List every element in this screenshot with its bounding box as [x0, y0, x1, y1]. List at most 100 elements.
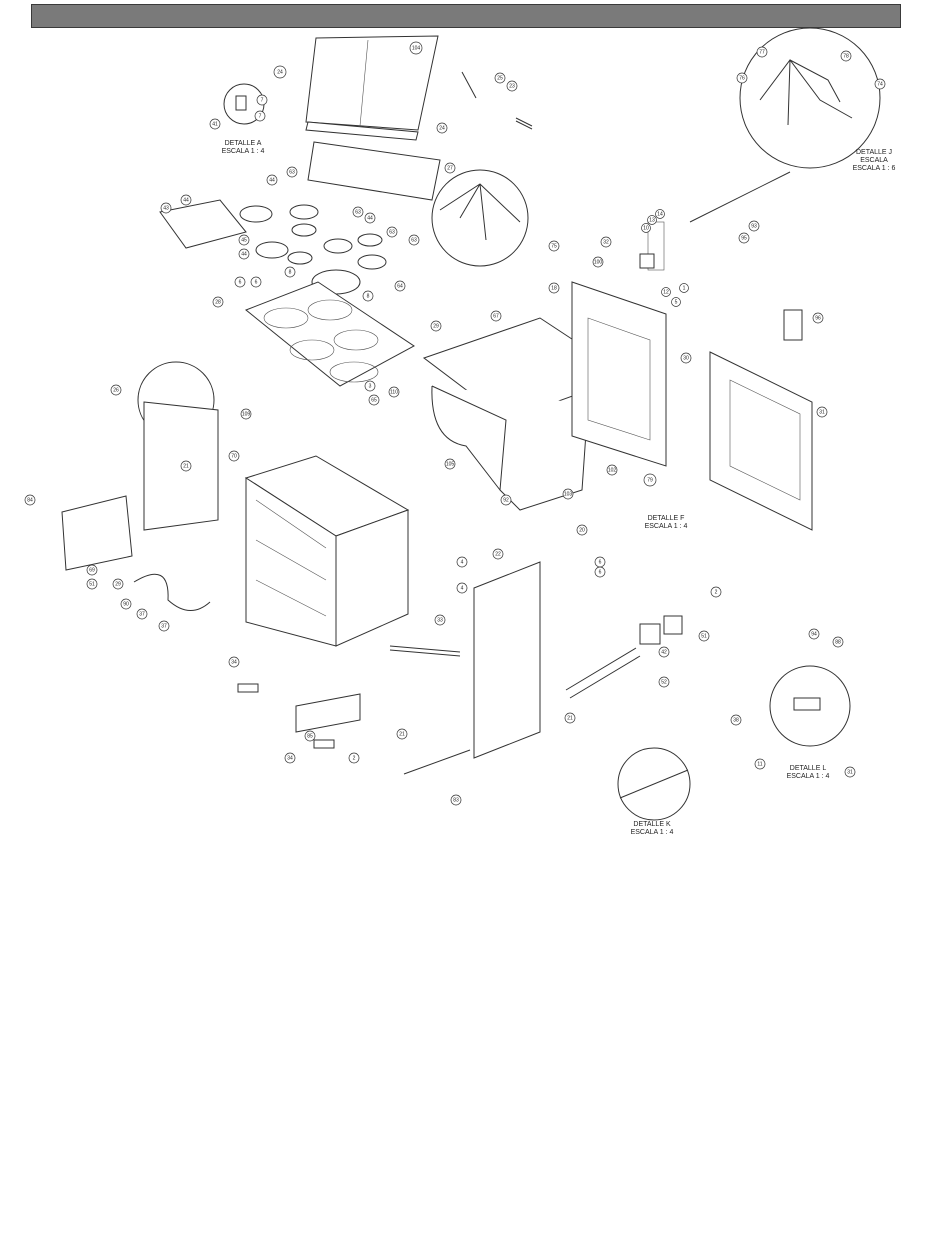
svg-text:21: 21 — [399, 731, 405, 737]
callout: 34 — [284, 752, 296, 764]
svg-text:92: 92 — [503, 497, 509, 503]
svg-text:34: 34 — [231, 659, 237, 665]
svg-text:3: 3 — [369, 383, 372, 389]
svg-text:96: 96 — [815, 315, 821, 321]
header-bar — [31, 4, 901, 28]
detail-k-scale: ESCALA 1 : 4 — [631, 829, 674, 836]
callout: 12 — [661, 287, 671, 297]
svg-text:10: 10 — [643, 225, 649, 231]
callout: 23 — [506, 80, 518, 92]
callout: 52 — [658, 676, 670, 688]
detail-l-title: DETALLE L — [790, 765, 827, 772]
foot-left — [237, 683, 259, 693]
svg-text:94: 94 — [811, 631, 817, 637]
callout: 79 — [643, 473, 657, 487]
part-25 — [461, 71, 477, 99]
svg-text:104: 104 — [412, 45, 421, 51]
callout: 42 — [658, 646, 670, 658]
svg-text:31: 31 — [819, 409, 825, 415]
callout: 3 — [364, 380, 376, 392]
svg-text:105: 105 — [446, 461, 455, 467]
callout: 4 — [456, 556, 468, 568]
callout: 37 — [136, 608, 148, 620]
detail-j: DETALLE J ESCALA ESCALA 1 : 6 — [739, 27, 896, 172]
callout: 10 — [641, 223, 651, 233]
svg-text:67: 67 — [493, 313, 499, 319]
svg-text:14: 14 — [657, 211, 663, 217]
callout: 65 — [368, 394, 380, 406]
callout: 102 — [606, 464, 618, 476]
oven-body — [244, 455, 410, 647]
callout: 75 — [548, 240, 560, 252]
callout: 90 — [120, 598, 132, 610]
detail-j-extra: ESCALA — [860, 157, 888, 164]
callout: 43 — [160, 202, 172, 214]
rail-83 — [403, 749, 471, 775]
svg-text:33: 33 — [437, 617, 443, 623]
griddle-plate — [159, 199, 247, 249]
svg-text:24: 24 — [277, 69, 283, 75]
svg-text:100: 100 — [594, 259, 603, 265]
oven-door — [473, 561, 541, 759]
callout: 27 — [444, 162, 456, 174]
svg-text:24: 24 — [439, 125, 445, 131]
callout: 44 — [180, 194, 192, 206]
svg-text:6: 6 — [255, 279, 258, 285]
svg-text:31: 31 — [847, 769, 853, 775]
detail-k-title: DETALLE K — [633, 821, 671, 828]
burners — [239, 204, 387, 295]
cooktop — [245, 281, 415, 387]
svg-text:45: 45 — [241, 237, 247, 243]
svg-text:74: 74 — [877, 81, 883, 87]
callout: 88 — [832, 636, 844, 648]
callout: 2 — [348, 752, 360, 764]
svg-text:95: 95 — [741, 235, 747, 241]
callout: 25 — [494, 72, 506, 84]
callout: 100 — [592, 256, 604, 268]
svg-text:5: 5 — [675, 299, 678, 305]
callout: 51 — [86, 578, 98, 590]
callout: 20 — [576, 524, 588, 536]
detail-f-title: DETALLE F — [648, 515, 685, 522]
callout: 38 — [730, 714, 742, 726]
svg-text:1: 1 — [683, 285, 686, 291]
callout: 14 — [655, 209, 665, 219]
callout: 51 — [698, 630, 710, 642]
svg-text:11: 11 — [757, 761, 762, 767]
svg-text:25: 25 — [497, 75, 503, 81]
callout: 77 — [756, 46, 768, 58]
svg-text:63: 63 — [411, 237, 417, 243]
callout: 110 — [388, 386, 400, 398]
callout: 8 — [284, 266, 296, 278]
callout: 7 — [256, 94, 268, 106]
callout: 6 — [234, 276, 246, 288]
callout: 21 — [564, 712, 576, 724]
svg-text:78: 78 — [843, 53, 849, 59]
callout: 84 — [24, 494, 36, 506]
svg-text:7: 7 — [261, 97, 264, 103]
svg-text:77: 77 — [759, 49, 765, 55]
callout: 37 — [158, 620, 170, 632]
callout: 44 — [364, 212, 376, 224]
foot-right — [313, 739, 335, 749]
callout: 29 — [430, 320, 442, 332]
bottom-frame — [295, 693, 361, 733]
svg-text:84: 84 — [27, 497, 33, 503]
callout: 18 — [548, 282, 560, 294]
callout: 94 — [808, 628, 820, 640]
svg-text:34: 34 — [287, 755, 293, 761]
svg-text:44: 44 — [183, 197, 189, 203]
igniter-rail — [689, 171, 791, 223]
svg-text:90: 90 — [123, 601, 129, 607]
callout: 28 — [212, 296, 224, 308]
svg-text:4: 4 — [461, 585, 464, 591]
heating-element — [565, 647, 641, 699]
part-23 — [515, 117, 533, 130]
svg-text:76: 76 — [739, 75, 745, 81]
svg-text:93: 93 — [751, 223, 757, 229]
svg-text:6: 6 — [599, 559, 602, 565]
callout: 6 — [594, 556, 606, 568]
svg-text:22: 22 — [495, 551, 501, 557]
svg-text:23: 23 — [509, 83, 515, 89]
